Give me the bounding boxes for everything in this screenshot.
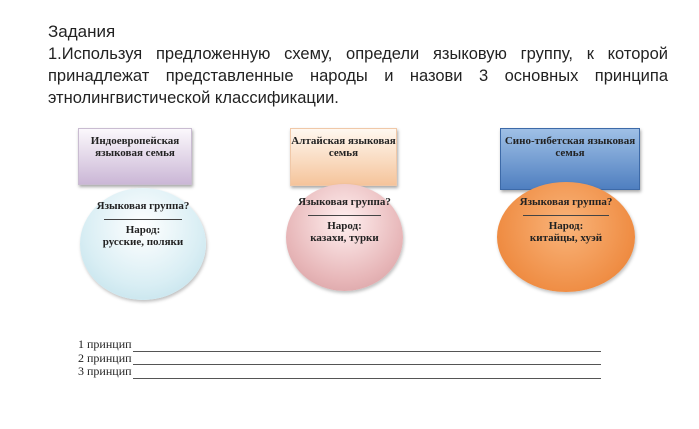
group-question: Языковая группа? [519, 196, 613, 208]
principles-list: 1 принцип 2 принцип 3 принцип [78, 337, 601, 379]
divider [308, 215, 381, 216]
group-circle-sino-tibetan: Языковая группа? Народ: китайцы, хуэй [497, 182, 635, 292]
heading: Задания [48, 22, 116, 41]
principle-row: 2 принцип [78, 350, 601, 365]
answer-line[interactable] [132, 367, 601, 379]
people-list: русские, поляки [102, 236, 184, 248]
group-circle-indo-european: Языковая группа? Народ: русские, поляки [80, 188, 206, 300]
group-question: Языковая группа? [96, 200, 190, 212]
people-label: Народ: [125, 224, 161, 236]
people-list: казахи, турки [310, 232, 379, 244]
divider [103, 219, 183, 220]
principle-label: 3 принцип [78, 364, 132, 378]
answer-line[interactable] [132, 353, 601, 365]
family-box-indo-european: Индоевропейская языковая семья [78, 128, 192, 185]
people-list: китайцы, хуэй [529, 232, 603, 244]
family-box-sino-tibetan: Сино-тибетская языковая семья [500, 128, 640, 190]
group-question: Языковая группа? [298, 196, 391, 208]
principle-row: 3 принцип [78, 364, 601, 379]
principle-row: 1 принцип [78, 337, 601, 352]
task-text: 1.Используя предложенную схему, определи… [48, 45, 668, 107]
people-label: Народ: [327, 220, 362, 232]
answer-line[interactable] [132, 340, 601, 352]
divider [523, 215, 609, 216]
family-box-altaic: Алтайская языковая семья [290, 128, 397, 186]
group-circle-altaic: Языковая группа? Народ: казахи, турки [286, 184, 403, 291]
people-label: Народ: [548, 220, 584, 232]
principle-label: 2 принцип [78, 350, 132, 365]
principle-label: 1 принцип [78, 337, 132, 351]
